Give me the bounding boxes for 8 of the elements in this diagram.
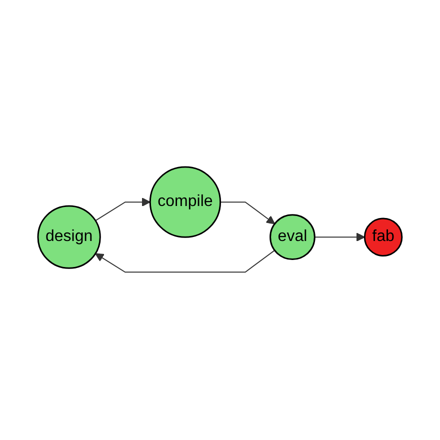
node-circle: compile bbox=[149, 166, 222, 238]
node-circle: eval bbox=[270, 214, 316, 260]
arrow bbox=[314, 233, 366, 242]
arrow bbox=[94, 198, 151, 222]
node-circle: fab bbox=[364, 218, 403, 257]
arrow bbox=[220, 202, 276, 225]
arrow bbox=[95, 250, 276, 274]
node-circle: design bbox=[37, 206, 101, 270]
